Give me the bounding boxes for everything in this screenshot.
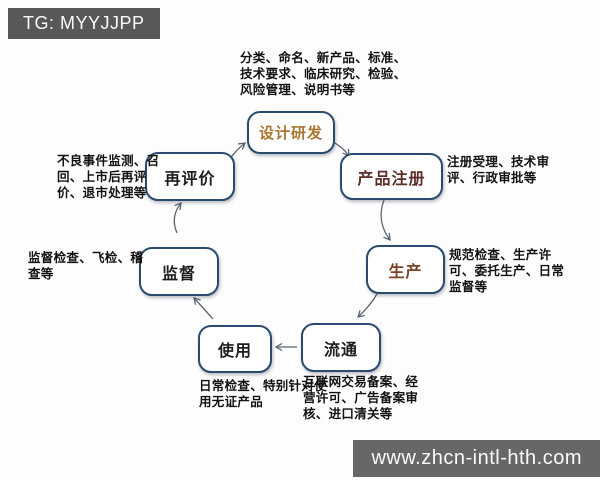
node-production-label: 生产 <box>388 263 423 281</box>
node-design-rd-label: 设计研发 <box>258 125 323 142</box>
annotation-production: 规范检查、生产许可、委托生产、日常监督等 <box>449 248 565 294</box>
annotation-reevaluation: 不良事件监测、召回、上市后再评价、退市处理等 <box>57 154 160 200</box>
arrow-use-to-supervision <box>193 297 214 320</box>
node-design-rd: 设计研发 <box>247 111 335 154</box>
node-product-registration-label: 产品注册 <box>357 170 426 188</box>
node-supervision-label: 监督 <box>161 265 196 283</box>
node-production: 生产 <box>366 245 445 294</box>
annotation-product-registration: 注册受理、技术审评、行政审批等 <box>447 155 550 185</box>
annotation-use: 日常检查、特别针对使用无证产品 <box>199 379 328 409</box>
annotation-design-rd: 分类、命名、新产品、标准、技术要求、临床研究、检验、风险管理、说明书等 <box>240 51 407 97</box>
node-circulation: 流通 <box>301 323 381 372</box>
node-use-label: 使用 <box>217 343 252 360</box>
watermark-top-left: TG: MYYJJPP <box>8 8 160 39</box>
node-supervision: 监督 <box>139 247 219 296</box>
node-reevaluation: 再评价 <box>145 152 235 201</box>
arrow-registration-to-production <box>380 199 391 242</box>
node-circulation-label: 流通 <box>323 341 358 359</box>
node-product-registration: 产品注册 <box>340 153 443 200</box>
annotation-circulation: 互联网交易备案、经营许可、广告备案审核、进口清关等 <box>303 375 419 421</box>
arrow-production-to-circulation <box>357 293 378 318</box>
annotation-supervision: 监督检查、飞检、稽查等 <box>28 251 144 281</box>
arrow-supervision-to-reevaluation <box>173 201 182 234</box>
node-use: 使用 <box>198 325 272 373</box>
node-reevaluation-label: 再评价 <box>164 170 216 188</box>
watermark-bottom-right: www.zhcn-intl-hth.com <box>353 440 600 477</box>
